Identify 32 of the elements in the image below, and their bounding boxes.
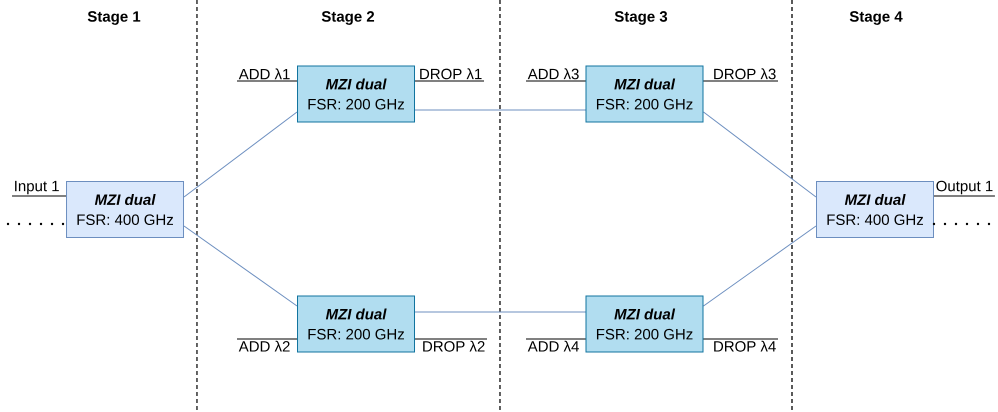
mzi-box: MZI dual FSR: 200 GHz bbox=[297, 66, 415, 122]
port-label: Input 1 bbox=[15, 180, 59, 194]
stage-label: Stage 3 bbox=[614, 11, 668, 25]
port-label: Output 1 bbox=[936, 180, 992, 194]
stage-label: Stage 4 bbox=[850, 11, 903, 25]
connector-line bbox=[703, 338, 778, 340]
connector-line bbox=[236, 80, 298, 82]
mzi-box: MZI dual FSR: 200 GHz bbox=[586, 66, 704, 122]
connector-line bbox=[703, 112, 816, 198]
connector-line bbox=[526, 80, 586, 82]
stage-label: Stage 2 bbox=[322, 11, 374, 25]
port-label: ADD λ2 bbox=[238, 340, 290, 352]
mzi-box: MZI dual FSR: 200 GHz bbox=[586, 296, 704, 352]
connector-line bbox=[414, 80, 484, 82]
connector-line bbox=[703, 226, 816, 306]
mzi-box: MZI dual FSR: 400 GHz bbox=[816, 181, 934, 238]
connector-line bbox=[526, 338, 586, 340]
connector-line bbox=[184, 226, 298, 306]
connector-line bbox=[184, 112, 298, 198]
mzi-box: MZI dual FSR: 200 GHz bbox=[297, 296, 415, 352]
stage-label: Stage 1 bbox=[88, 11, 140, 25]
port-label: DROP λ1 bbox=[420, 68, 482, 80]
port-label: DROP λ2 bbox=[423, 340, 485, 352]
port-label: ADD λ4 bbox=[528, 340, 579, 352]
mzi-box: MZI dual FSR: 400 GHz bbox=[66, 181, 184, 238]
port-label: DROP λ4 bbox=[714, 340, 776, 352]
connector-line bbox=[703, 80, 778, 82]
port-label: DROP λ3 bbox=[714, 68, 776, 80]
port-label: ADD λ1 bbox=[238, 68, 290, 80]
port-label: ADD λ3 bbox=[528, 68, 579, 80]
connector-line bbox=[236, 338, 298, 340]
connector-line bbox=[414, 338, 488, 340]
